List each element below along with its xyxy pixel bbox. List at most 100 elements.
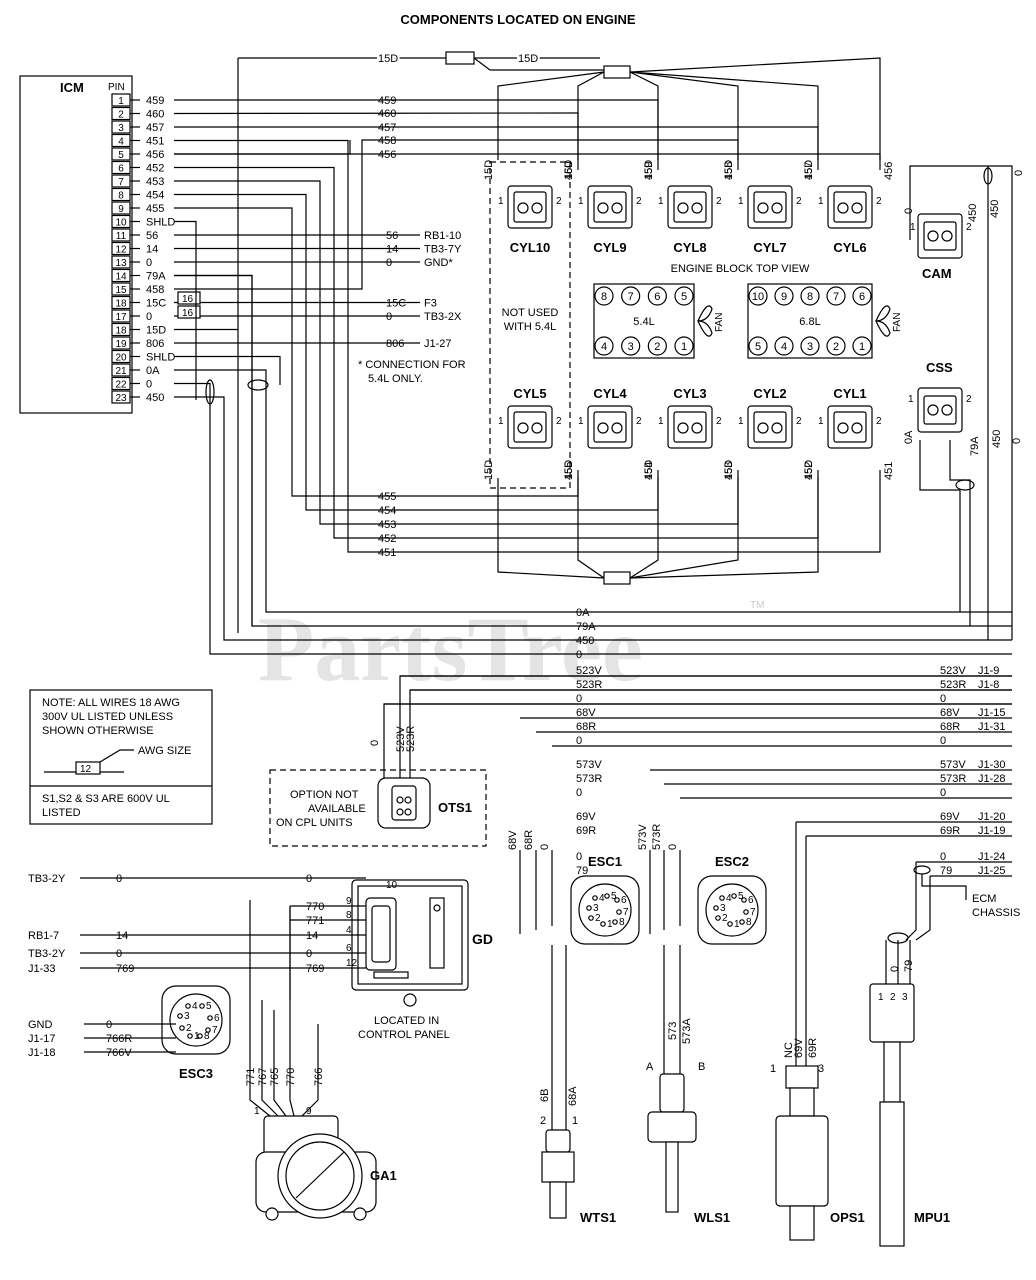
esc-pin-dot <box>731 893 737 899</box>
esc-face <box>705 883 759 937</box>
coil-pin <box>531 422 543 434</box>
esc-pin-number: 2 <box>722 913 728 924</box>
right-bus-wire: 0 <box>576 693 582 705</box>
gd-src: TB3-2Y <box>28 873 66 885</box>
wls1-label: WLS1 <box>694 1210 730 1225</box>
coil-socket <box>513 191 547 223</box>
mpu1-pin: 3 <box>902 992 908 1003</box>
icm-pin-number: 18 <box>115 299 127 310</box>
cam-label: CAM <box>922 266 952 281</box>
icm-pin-number: 5 <box>118 150 124 161</box>
bottom-bus-line <box>174 369 1012 613</box>
coil-pin-2: 2 <box>716 196 722 207</box>
coil-label: CYL1 <box>833 386 866 401</box>
icm-ext-dest: TB3-7Y <box>424 244 462 256</box>
right-bus-wire: 0 <box>576 787 582 799</box>
upper-bus-line <box>173 112 579 170</box>
esc-pin-dot <box>207 1015 213 1021</box>
icm-wire-label: 456 <box>146 149 164 161</box>
esc-pin-dot <box>715 915 721 921</box>
icm-pin-number: 1 <box>118 96 124 107</box>
connection-note-2: 5.4L ONLY. <box>368 373 423 385</box>
icm-ext-dest: F3 <box>424 298 437 310</box>
gauge-label-a: 16 <box>182 294 194 305</box>
esc-pin-dot <box>727 921 733 927</box>
esc-pin-number: 5 <box>611 891 617 902</box>
esc-pin-number: 7 <box>623 907 629 918</box>
ga1-wire <box>249 900 271 1117</box>
cylinder-top <box>621 286 641 306</box>
wts1-pin-2: 2 <box>540 1115 546 1127</box>
cylinder-top <box>800 286 820 306</box>
icm-pin-number: 11 <box>116 231 127 242</box>
coil-wire-right: 454 <box>643 462 655 480</box>
coil-wire-left: 15D <box>483 160 495 180</box>
mpu1-pin: 2 <box>890 992 896 1003</box>
css-label: CSS <box>926 360 953 375</box>
chassis-line <box>921 874 967 900</box>
wts1-label: WTS1 <box>580 1210 616 1225</box>
cylinder-bottom-number: 4 <box>781 341 787 353</box>
coil-pin-2: 2 <box>876 196 882 207</box>
gauge-box <box>177 291 201 305</box>
css-pin-2: 2 <box>966 394 972 405</box>
wls1-wire-573: 573 <box>667 1022 679 1040</box>
ga1-wire-label: 770 <box>285 1068 297 1086</box>
cam-sensor: 0 450 0 450 1 2 CAM <box>903 165 1025 640</box>
coil-pin <box>611 202 623 214</box>
icm-wire-label: 459 <box>146 95 164 107</box>
right-bus-dest: 69R <box>940 825 960 837</box>
esc-face <box>578 883 632 937</box>
esc-wire-label: 68V <box>507 830 519 850</box>
css-ext-450: 450 <box>991 430 1003 448</box>
right-bus-dest: 0 <box>940 735 946 747</box>
cylinder-top <box>674 286 694 306</box>
coil-socket <box>753 191 787 223</box>
esc-pin-number: 1 <box>734 919 740 930</box>
coil-label: CYL3 <box>673 386 706 401</box>
icm-wire-label: 14 <box>146 244 158 256</box>
icm-wire-label: 0 <box>146 257 152 269</box>
right-bus-wire: 0 <box>576 735 582 747</box>
ga1-pin-1: 1 <box>254 1106 260 1117</box>
right-bus-pin: J1-25 <box>978 865 1006 877</box>
ots-sensor: OPTION NOT AVAILABLE ON CPL UNITS OTS1 0… <box>269 675 1012 847</box>
esc-pin-dot <box>739 919 745 925</box>
coil-wire-right: 455 <box>563 462 575 480</box>
coil-pin-1: 1 <box>738 196 744 207</box>
esc-label: ESC2 <box>715 854 749 869</box>
esc-label: ESC1 <box>588 854 622 869</box>
icm-pin-number: 3 <box>118 123 124 134</box>
gd-pin: 4 <box>346 925 352 936</box>
esc-pin-number: 4 <box>599 893 605 904</box>
ga1-wire-label: 767 <box>257 1068 269 1086</box>
right-bus-wire: 523V <box>576 665 602 677</box>
ga1-wire-label: 771 <box>245 1068 257 1086</box>
upper-bus-line <box>174 99 659 170</box>
upper-bus-label: 459 <box>378 95 396 107</box>
cylinder-bottom <box>800 336 820 356</box>
css-pin-1: 1 <box>908 394 914 405</box>
gd-located-2: CONTROL PANEL <box>358 1029 450 1041</box>
esc-wire-label: 0 <box>667 844 679 850</box>
esc-pin-number: 6 <box>748 895 754 906</box>
watermark: PartsTree <box>258 598 643 700</box>
coil-label: CYL8 <box>673 240 706 255</box>
lower-bus-label: 453 <box>378 519 396 531</box>
sensor-neck <box>883 1041 901 1103</box>
esc-pin-dot <box>199 1003 205 1009</box>
ops1-pin-3: 3 <box>818 1063 824 1075</box>
ops1-wire-69r: 69R <box>807 1038 819 1058</box>
right-bus-pin: J1-31 <box>978 721 1006 733</box>
coil-label: CYL6 <box>833 240 866 255</box>
icm-pin-header: PIN <box>108 82 125 93</box>
